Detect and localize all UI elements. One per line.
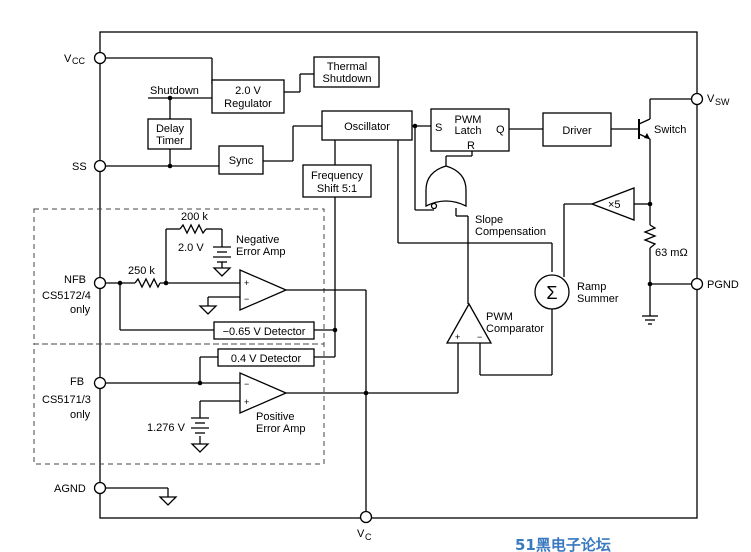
pin-vc: V C bbox=[357, 510, 373, 542]
svg-text:+: + bbox=[244, 397, 249, 407]
resistor-250k: 250 k bbox=[128, 265, 161, 289]
ref-1276v-source: 1.276 V bbox=[147, 417, 210, 453]
ramp-summer-symbol: Σ Ramp Summer bbox=[534, 274, 619, 310]
svg-text:0.4 V Detector: 0.4 V Detector bbox=[231, 353, 302, 365]
svg-text:Ramp: Ramp bbox=[577, 281, 606, 293]
svg-text:CS5172/4: CS5172/4 bbox=[42, 290, 91, 302]
svg-text:Shift 5:1: Shift 5:1 bbox=[317, 183, 357, 195]
slope-comp-label-2: Compensation bbox=[475, 226, 546, 238]
svg-text:V: V bbox=[64, 53, 72, 65]
svg-text:−0.65 V Detector: −0.65 V Detector bbox=[223, 326, 306, 338]
svg-text:Sync: Sync bbox=[229, 155, 254, 167]
delay-timer-block: Delay Timer bbox=[147, 118, 192, 150]
watermark-text: 51黑电子论坛 bbox=[515, 536, 611, 552]
svg-text:−: − bbox=[244, 294, 249, 304]
svg-text:250 k: 250 k bbox=[128, 265, 155, 277]
fb-option-region bbox=[33, 343, 325, 465]
driver-block: Driver bbox=[542, 112, 612, 147]
nor-gate-symbol bbox=[425, 165, 467, 210]
svg-text:Delay: Delay bbox=[156, 123, 185, 135]
svg-text:×5: ×5 bbox=[608, 199, 621, 211]
svg-text:−: − bbox=[477, 332, 482, 342]
svg-text:NFB: NFB bbox=[64, 274, 86, 286]
oscillator-block: Oscillator bbox=[321, 110, 413, 141]
svg-text:FB: FB bbox=[70, 376, 84, 388]
resistor-200k: 200 k bbox=[179, 211, 208, 235]
shutdown-label: Shutdown bbox=[150, 85, 199, 97]
agnd-ground-symbol bbox=[158, 496, 178, 506]
sense-resistor-symbol: 63 mΩ bbox=[643, 224, 688, 259]
svg-text:2.0 V: 2.0 V bbox=[235, 85, 261, 97]
svg-text:Switch: Switch bbox=[654, 124, 686, 136]
pwm-latch-block: PWM Latch S Q R bbox=[430, 108, 510, 152]
svg-text:SW: SW bbox=[715, 97, 730, 107]
ref-2v-source: 2.0 V Negative Error Amp bbox=[178, 234, 286, 277]
svg-text:63 mΩ: 63 mΩ bbox=[655, 247, 688, 259]
svg-text:PGND: PGND bbox=[707, 279, 739, 291]
svg-text:Shutdown: Shutdown bbox=[323, 73, 372, 85]
svg-text:Summer: Summer bbox=[577, 293, 619, 305]
detector-04v: 0.4 V Detector bbox=[217, 348, 315, 367]
svg-text:Oscillator: Oscillator bbox=[344, 121, 390, 133]
svg-text:Negative: Negative bbox=[236, 234, 279, 246]
svg-text:C: C bbox=[365, 532, 372, 542]
svg-text:Σ: Σ bbox=[546, 283, 557, 303]
regulator-block: 2.0 V Regulator bbox=[211, 79, 285, 114]
switch-transistor-symbol: Switch bbox=[638, 118, 686, 140]
svg-text:PWM: PWM bbox=[455, 114, 482, 126]
pin-pgnd: PGND bbox=[690, 277, 739, 291]
svg-text:2.0 V: 2.0 V bbox=[178, 242, 204, 254]
svg-text:+: + bbox=[455, 332, 460, 342]
wires bbox=[100, 57, 697, 511]
svg-text:Regulator: Regulator bbox=[224, 98, 272, 110]
chip-outline bbox=[99, 31, 698, 519]
svg-text:1.276 V: 1.276 V bbox=[147, 422, 186, 434]
svg-text:Latch: Latch bbox=[455, 125, 482, 137]
pin-fb: FB CS5171/3 only bbox=[42, 376, 107, 421]
thermal-shutdown-block: Thermal Shutdown bbox=[313, 56, 380, 88]
x5-amplifier-symbol: ×5 bbox=[590, 187, 635, 221]
pin-vcc: V CC bbox=[64, 51, 107, 66]
svg-text:Comparator: Comparator bbox=[486, 323, 544, 335]
pgnd-ground-symbol bbox=[642, 315, 658, 325]
pin-ss: SS bbox=[72, 159, 107, 173]
svg-text:Driver: Driver bbox=[562, 125, 592, 137]
svg-text:Error Amp: Error Amp bbox=[256, 423, 306, 435]
pin-agnd: AGND bbox=[54, 481, 107, 495]
svg-text:−: − bbox=[244, 379, 249, 389]
pin-vsw: V SW bbox=[690, 92, 730, 107]
svg-text:CS5171/3: CS5171/3 bbox=[42, 394, 91, 406]
svg-text:Frequency: Frequency bbox=[311, 170, 363, 182]
frequency-shift-block: Frequency Shift 5:1 bbox=[302, 164, 372, 198]
svg-text:only: only bbox=[70, 409, 91, 421]
slope-comp-label: Slope bbox=[475, 214, 503, 226]
svg-text:S: S bbox=[435, 122, 442, 134]
svg-text:R: R bbox=[467, 140, 475, 152]
svg-text:+: + bbox=[244, 278, 249, 288]
svg-text:AGND: AGND bbox=[54, 483, 86, 495]
positive-error-amp-symbol: − + Positive Error Amp bbox=[239, 372, 306, 435]
svg-text:CC: CC bbox=[72, 56, 85, 66]
pwm-comparator-symbol: + − PWM Comparator bbox=[445, 302, 544, 344]
svg-text:V: V bbox=[707, 93, 715, 105]
svg-text:only: only bbox=[70, 304, 91, 316]
negative-error-amp-symbol: + − bbox=[198, 269, 288, 315]
detector-065v: −0.65 V Detector bbox=[213, 321, 315, 340]
svg-text:Error Amp: Error Amp bbox=[236, 246, 286, 258]
svg-text:Positive: Positive bbox=[256, 411, 295, 423]
pin-nfb: NFB CS5172/4 only bbox=[42, 274, 107, 316]
svg-text:Timer: Timer bbox=[156, 135, 184, 147]
sync-block: Sync bbox=[218, 145, 264, 175]
svg-text:PWM: PWM bbox=[486, 311, 513, 323]
svg-text:SS: SS bbox=[72, 161, 87, 173]
svg-text:200 k: 200 k bbox=[181, 211, 208, 223]
svg-text:Thermal: Thermal bbox=[327, 61, 367, 73]
svg-text:V: V bbox=[357, 528, 365, 540]
svg-text:Q: Q bbox=[496, 124, 505, 136]
